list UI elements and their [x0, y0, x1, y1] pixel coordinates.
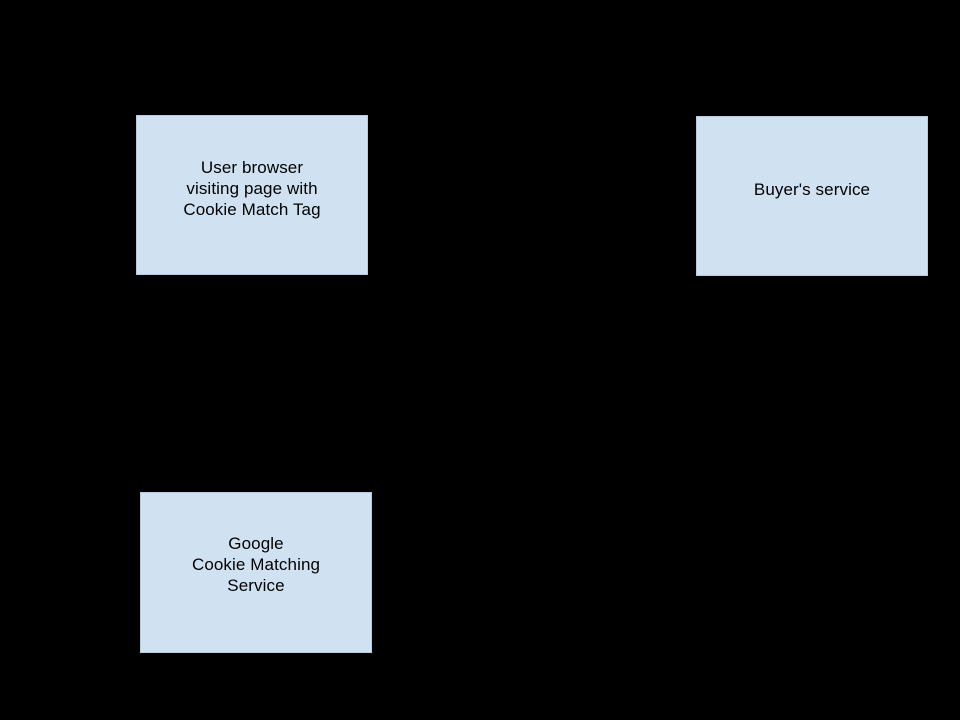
- diagram-node-buyers-service-label: Buyer's service: [753, 179, 871, 199]
- diagram-node-user-browser-label: User browser visiting page with Cookie M…: [183, 157, 321, 219]
- diagram-node-google-cookie-matching-service[interactable]: Google Cookie Matching Service: [140, 492, 372, 653]
- diagram-node-google-cookie-matching-service-label: Google Cookie Matching Service: [191, 534, 321, 595]
- diagram-node-buyers-service[interactable]: Buyer's service: [696, 116, 928, 276]
- diagram-node-user-browser[interactable]: User browser visiting page with Cookie M…: [136, 115, 368, 275]
